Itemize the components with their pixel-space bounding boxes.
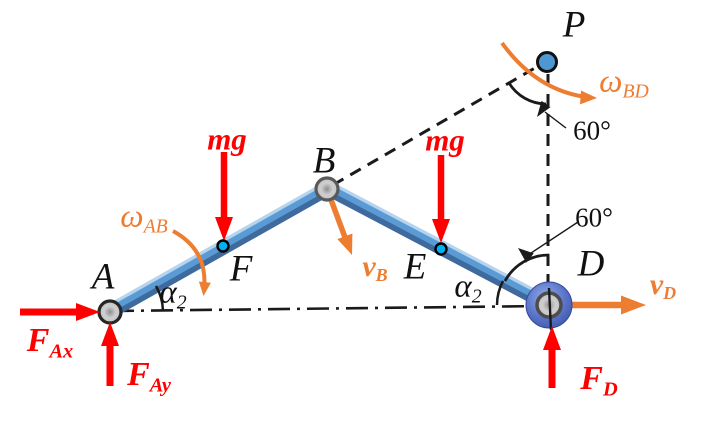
mg-BD-text: mg <box>425 122 465 158</box>
label-angle-60-top: 60° <box>573 115 611 146</box>
label-point-B: B <box>313 143 336 180</box>
label-point-E-text: E <box>403 246 427 288</box>
force-FAy-arrow <box>101 322 119 386</box>
weight-mg-AB-arrow <box>215 152 233 241</box>
FAx-subscript: Ax <box>49 340 74 363</box>
mg-AB-text: mg <box>207 121 247 157</box>
velocity-vB-arrow <box>327 196 353 255</box>
FAy-symbol: F <box>127 356 150 394</box>
alpha2-arc-D <box>495 280 505 306</box>
vD-arrowhead <box>621 295 646 315</box>
midpoint-E-marker <box>434 242 448 256</box>
vD-symbol: v <box>649 267 664 301</box>
omega-AB-arrowhead <box>198 281 211 296</box>
label-omega-BD: ωBD <box>599 63 649 103</box>
centerline-AD <box>111 304 547 313</box>
arc-P-arrowhead <box>537 100 551 117</box>
angle-60-top-text: 60° <box>573 115 611 146</box>
arc-P <box>507 82 547 106</box>
FAy-subscript: Ay <box>149 374 171 397</box>
omega-AB-arc <box>172 229 207 290</box>
label-point-P: P <box>563 7 586 44</box>
label-alpha2-D: α2 <box>454 268 482 308</box>
label-point-B-text: B <box>312 140 336 182</box>
alpha2-A-subscript: 2 <box>176 291 187 314</box>
FAx-arrowhead <box>76 303 100 321</box>
mg-AB-arrowhead <box>215 217 233 241</box>
midpoint-F-marker <box>216 239 230 253</box>
mg-BD-arrowhead <box>432 219 450 243</box>
vB-symbol: v <box>362 249 376 283</box>
angle-60-arc-P <box>507 82 567 129</box>
arc-D-arrowhead <box>518 248 534 263</box>
label-omega-AB: ωAB <box>120 198 168 238</box>
pin-A <box>97 299 123 325</box>
label-mg-BD: mg <box>425 125 465 156</box>
label-point-F-text: F <box>229 248 253 290</box>
FD-symbol: F <box>580 360 603 398</box>
label-force-FAx: FAx <box>27 324 73 362</box>
omega-BD-arc <box>500 41 587 99</box>
label-point-E: E <box>404 249 427 286</box>
force-FD-arrow <box>543 326 561 388</box>
label-velocity-vB: vB <box>362 249 388 286</box>
label-point-D-text: D <box>577 243 605 285</box>
label-point-F: F <box>230 251 253 288</box>
alpha2-D-subscript: 2 <box>471 285 482 308</box>
leader-60-bottom <box>524 221 579 258</box>
angle-60-arc-D <box>503 221 579 282</box>
FAy-arrowhead <box>101 322 119 346</box>
slider-D <box>525 281 573 331</box>
label-point-A-text: A <box>91 256 115 298</box>
omega-BD-subscript: BD <box>622 80 649 103</box>
alpha2-arc-A <box>154 285 165 312</box>
vB-shaft <box>327 196 349 241</box>
label-velocity-vD: vD <box>649 267 677 304</box>
omega-BD-arrowhead <box>580 90 597 105</box>
label-point-A: A <box>92 259 115 296</box>
label-mg-AB: mg <box>207 124 247 155</box>
label-alpha2-A: α2 <box>159 274 187 314</box>
omega-BD-symbol: ω <box>599 63 623 100</box>
label-point-D: D <box>578 246 605 283</box>
omega-BD-arrow <box>500 41 597 105</box>
pin-B <box>314 176 340 202</box>
arc-D <box>503 253 550 282</box>
omega-AB-subscript: AB <box>143 215 168 238</box>
angle-60-bottom-text: 60° <box>575 202 613 233</box>
vD-subscript: D <box>663 283 677 304</box>
vB-arrowhead <box>337 233 353 255</box>
omega-AB-arrow <box>172 229 211 296</box>
velocity-vD-arrow <box>572 295 646 315</box>
label-angle-60-bottom: 60° <box>575 202 613 233</box>
FD-arrowhead <box>543 326 561 350</box>
FD-subscript: D <box>602 378 618 401</box>
vertical-axis-through-D <box>547 287 553 331</box>
label-force-FAy: FAy <box>127 358 171 396</box>
FAx-symbol: F <box>26 322 50 360</box>
force-FAx-arrow <box>20 303 100 321</box>
alpha2-A-symbol: α <box>159 274 177 311</box>
vB-subscript: B <box>375 265 388 286</box>
label-force-FD: FD <box>580 362 617 400</box>
point-P-marker <box>536 51 558 73</box>
omega-AB-symbol: ω <box>120 198 144 235</box>
alpha2-D-symbol: α <box>454 268 472 305</box>
weight-mg-BD-arrow <box>432 155 450 243</box>
label-point-P-text: P <box>562 4 586 46</box>
leader-60-top <box>544 111 567 129</box>
